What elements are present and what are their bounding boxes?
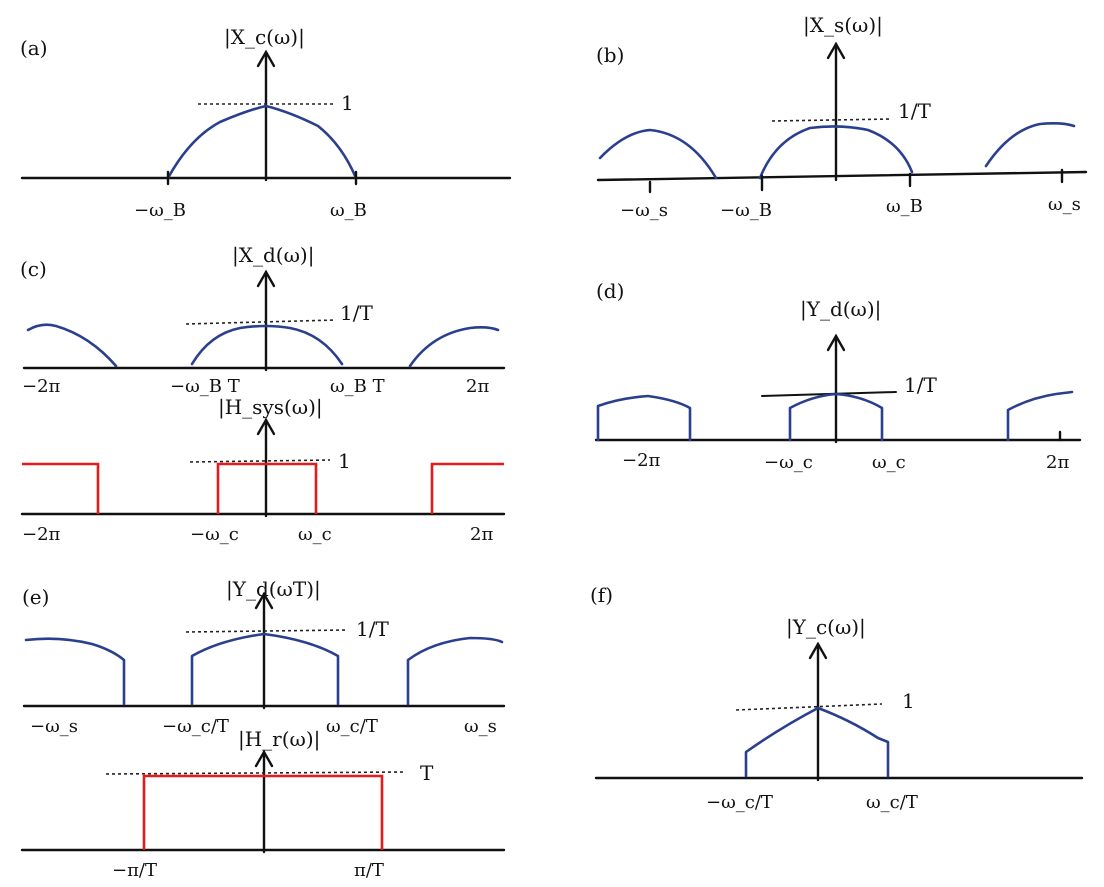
panel-b-tick-label: −ω_s [620,200,668,221]
panel-a-tag: (a) [20,36,48,60]
panel-c-level-line [185,319,337,325]
panel-e2-title: |H_r(ω)| [238,727,320,752]
panel-c-tick-label: −ω_B T [170,376,240,397]
panel-a: (a) |X_c(ω)| 1 −ω_B ω_B [20,25,512,221]
panel-d-tick-label: −2π [622,450,661,471]
panel-d-level-label: 1/T [904,373,937,397]
panel-e-tag: (e) [22,585,49,609]
panel-e-tick-label: ω_c/T [326,716,378,737]
panel-f-arrow-icon [808,641,828,660]
panel-f-level-line [735,703,883,711]
panel-c2-tick-label: ω_c [298,524,332,545]
panel-c2-filter-right [430,462,504,514]
panel-c2-filter-center [216,462,318,514]
panel-c-tick-label: ω_B T [330,376,385,397]
panel-c2-title: |H_sys(ω)| [218,395,323,420]
panel-b-tick-label: ω_s [1048,194,1081,215]
panel-f-level-label: 1 [902,689,915,713]
panel-b-tick-label: −ω_B [720,200,772,221]
panel-c-spectrum-left [26,323,118,368]
panel-c-tick-label: −2π [22,376,61,397]
panel-c2-level-line [189,459,331,463]
panel-b-tick-label: ω_B [886,196,923,217]
panel-a-spectrum [166,104,358,180]
panel-e-level-line [185,629,347,633]
panel-b-spectrum-left [598,128,718,180]
panel-f: (f) |Y_c(ω)| 1 −ω_c/T ω_c/T [590,583,1084,813]
panel-d: (d) |Y_d(ω)| 1/T −2π −ω_c ω_c 2π [594,279,1082,473]
panel-a-title: |X_c(ω)| [224,25,305,50]
panel-a-tick-label: ω_B [330,200,367,221]
panel-e2-tick-label: π/T [354,860,384,881]
panel-b-level-line [771,118,893,122]
panel-d-spectrum-right [1006,390,1074,442]
panel-e: (e) |Y_d(ωT)| 1/T −ω_s −ω_c/T ω_c/T ω_s [22,577,506,737]
panel-c-tick-label: 2π [466,376,489,397]
panel-e-tick-label: −ω_c/T [162,716,229,737]
panel-c2: |H_sys(ω)| 1 −2π −ω_c ω_c 2π [20,395,506,545]
panel-e-spectrum-center [190,632,340,706]
panel-e2-level-label: T [420,761,434,785]
panel-a-level-label: 1 [341,91,354,115]
panel-a-arrow-icon [256,49,276,68]
panel-e-title: |Y_d(ωT)| [226,577,321,602]
panel-c2-tick-label: −ω_c [190,524,239,545]
panel-d-tick-label: −ω_c [764,452,813,473]
panel-e-level-label: 1/T [356,617,389,641]
panel-f-tick-label: −ω_c/T [706,792,773,813]
panel-f-tag: (f) [590,583,613,607]
panel-b-spectrum-right [984,122,1076,168]
panel-b: (b) |X_s(ω)| 1/T −ω_s −ω_B ω_B ω_s [596,13,1088,221]
panel-e-spectrum-right [406,636,504,706]
panel-c2-level-label: 1 [338,449,351,473]
panel-c-spectrum-right [408,326,500,368]
panel-b-w-axis [596,170,1088,182]
panel-d-tick-label: 2π [1046,452,1069,473]
panel-e2-filter [142,774,384,850]
panel-c2-tick-label: −2π [22,524,61,545]
panel-e-tick-label: ω_s [464,716,497,737]
panel-d-tag: (d) [596,279,624,303]
panel-e2-arrow-icon [254,749,274,768]
panel-d-tick-label: ω_c [872,452,906,473]
panel-c: (c) |X_d(ω)| 1/T −2π −ω_B T ω_B T 2π [20,243,506,397]
panel-e2-tick-label: −π/T [112,860,157,881]
panel-f-tick-label: ω_c/T [866,792,918,813]
panel-c-level-label: 1/T [340,301,373,325]
panel-c-tag: (c) [20,257,47,281]
panel-c2-tick-label: 2π [470,524,493,545]
panel-c2-filter-left [22,462,100,514]
panel-b-spectrum-center [758,125,914,180]
panel-b-level-label: 1/T [898,99,931,123]
panel-e-arrow-icon [254,591,274,610]
panel-a-tick-label: −ω_B [134,200,186,221]
panel-d-title: |Y_d(ω)| [800,297,881,322]
panel-d-spectrum-center [788,392,884,442]
panel-c-spectrum-center [190,324,344,366]
panel-d-arrow-icon [826,333,846,352]
panel-d-spectrum-left [596,394,692,442]
panel-e2-level-line [105,771,405,775]
panel-c-arrow-icon [256,269,276,288]
panel-b-arrow-icon [826,41,846,60]
panel-b-tag: (b) [596,43,624,67]
panel-e-tick-label: −ω_s [30,716,78,737]
panel-e2: |H_r(ω)| T −π/T π/T [20,727,506,881]
panel-b-title: |X_s(ω)| [803,13,883,38]
panel-c-title: |X_d(ω)| [232,243,314,268]
panel-f-spectrum [744,706,890,778]
panel-c2-arrow-icon [256,417,276,436]
panel-f-title: |Y_c(ω)| [786,615,866,640]
panel-e-spectrum-left [24,637,126,706]
